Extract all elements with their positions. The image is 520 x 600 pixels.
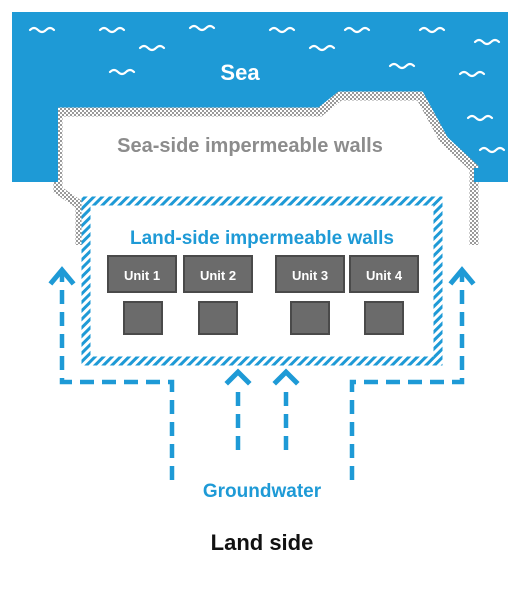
unit-1: Unit 1 xyxy=(107,255,177,335)
land-side-walls-label: Land-side impermeable walls xyxy=(130,228,394,249)
left-outer-flow xyxy=(59,272,175,480)
unit-3-turbine-building xyxy=(290,301,330,335)
sea-label: Sea xyxy=(220,60,260,85)
land-side-label: Land side xyxy=(211,530,314,555)
unit-4-turbine-building xyxy=(364,301,404,335)
wave-icon xyxy=(188,24,216,32)
land-side-impermeable-wall xyxy=(81,196,443,366)
wave-icon xyxy=(418,26,446,34)
wave-icon xyxy=(28,26,56,34)
unit-2: Unit 2 xyxy=(183,255,253,335)
right-outer-flow xyxy=(349,272,465,480)
dashed-arrow-icon xyxy=(448,266,476,286)
sea-side-walls-label: Sea-side impermeable walls xyxy=(117,135,383,157)
unit-2-label: Unit 2 xyxy=(200,268,236,283)
unit-1-turbine-building xyxy=(123,301,163,335)
unit-3: Unit 3 xyxy=(275,255,345,335)
sea-side-wall-lower xyxy=(53,182,479,245)
dashed-arrow-icon xyxy=(224,368,252,386)
groundwater-label: Groundwater xyxy=(203,481,322,502)
unit-3-label: Unit 3 xyxy=(292,268,328,283)
unit-1-label: Unit 1 xyxy=(124,268,160,283)
groundwater-flow-arrows xyxy=(59,272,465,480)
wave-icon xyxy=(98,26,126,34)
wave-icon xyxy=(268,26,296,34)
dashed-arrow-icon xyxy=(272,368,300,386)
wave-icon xyxy=(388,62,416,70)
wave-icon xyxy=(478,146,506,154)
land-ground xyxy=(12,182,508,600)
wave-icon xyxy=(308,44,336,52)
wave-icon xyxy=(458,70,486,78)
unit-2-turbine-building xyxy=(198,301,238,335)
unit-4-label: Unit 4 xyxy=(366,268,403,283)
wave-icon xyxy=(343,26,371,34)
wave-icon xyxy=(466,114,494,122)
dashed-arrow-icon xyxy=(48,266,76,286)
wave-icon xyxy=(473,38,501,46)
wave-icon xyxy=(138,44,166,52)
wave-icon xyxy=(108,68,136,76)
unit-4: Unit 4 xyxy=(349,255,419,335)
